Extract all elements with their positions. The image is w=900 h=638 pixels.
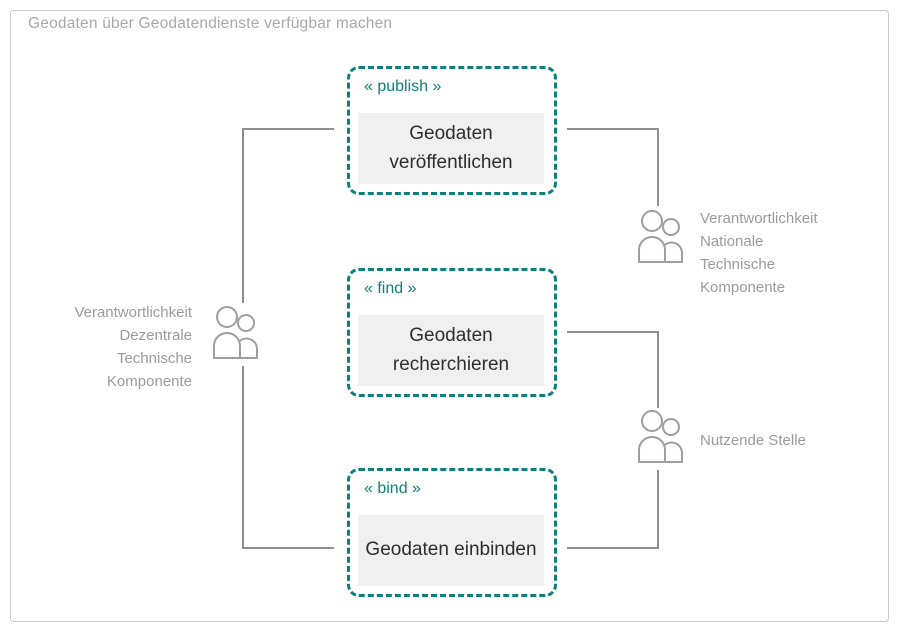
usecase-publish-label: Geodaten veröffentlichen	[358, 113, 544, 184]
usecase-bind-label: Geodaten einbinden	[358, 515, 544, 586]
actor-label-line: Nutzende Stelle	[700, 432, 806, 449]
stereotype-publish: « publish »	[364, 78, 442, 95]
actor-label-line: Verantwortlichkeit	[74, 304, 192, 321]
actor-label-line: Technische	[700, 256, 776, 273]
connector-left-to-publish	[242, 128, 334, 130]
diagram-title: Geodaten über Geodatendienste verfügbar …	[28, 15, 393, 32]
actor-label-nationale: Verantwortlichkeit Nationale Technische …	[700, 207, 890, 299]
connector-left-vertical-lower	[242, 366, 244, 549]
actor-label-line: Dezentrale	[119, 327, 192, 344]
stereotype-find: « find »	[364, 280, 417, 297]
usecase-publish: « publish » Geodaten veröffentlichen	[347, 66, 557, 195]
connector-bind-to-right	[567, 547, 659, 549]
connector-right-vertical-nationale	[657, 128, 659, 206]
usecase-find-label: Geodaten recherchieren	[358, 315, 544, 386]
connector-right-vertical-nutzende-lower	[657, 470, 659, 549]
stereotype-bind: « bind »	[364, 480, 421, 497]
actor-label-nutzende: Nutzende Stelle	[700, 429, 890, 452]
actor-label-line: Verantwortlichkeit	[700, 210, 818, 227]
usecase-find: « find » Geodaten recherchieren	[347, 268, 557, 397]
connector-left-vertical-upper	[242, 128, 244, 303]
actor-label-line: Komponente	[700, 279, 786, 296]
two-people-icon	[636, 210, 688, 264]
connector-publish-to-right	[567, 128, 659, 130]
connector-find-to-right	[567, 331, 659, 333]
two-people-icon	[211, 306, 263, 360]
actor-label-line: Komponente	[106, 373, 192, 390]
usecase-bind: « bind » Geodaten einbinden	[347, 468, 557, 597]
actor-label-dezentrale: Verantwortlichkeit Dezentrale Technische…	[30, 301, 192, 393]
actor-label-line: Nationale	[700, 233, 764, 250]
connector-right-vertical-nutzende-upper	[657, 331, 659, 408]
two-people-icon	[636, 410, 688, 464]
actor-label-line: Technische	[116, 350, 192, 367]
connector-left-to-bind	[242, 547, 334, 549]
